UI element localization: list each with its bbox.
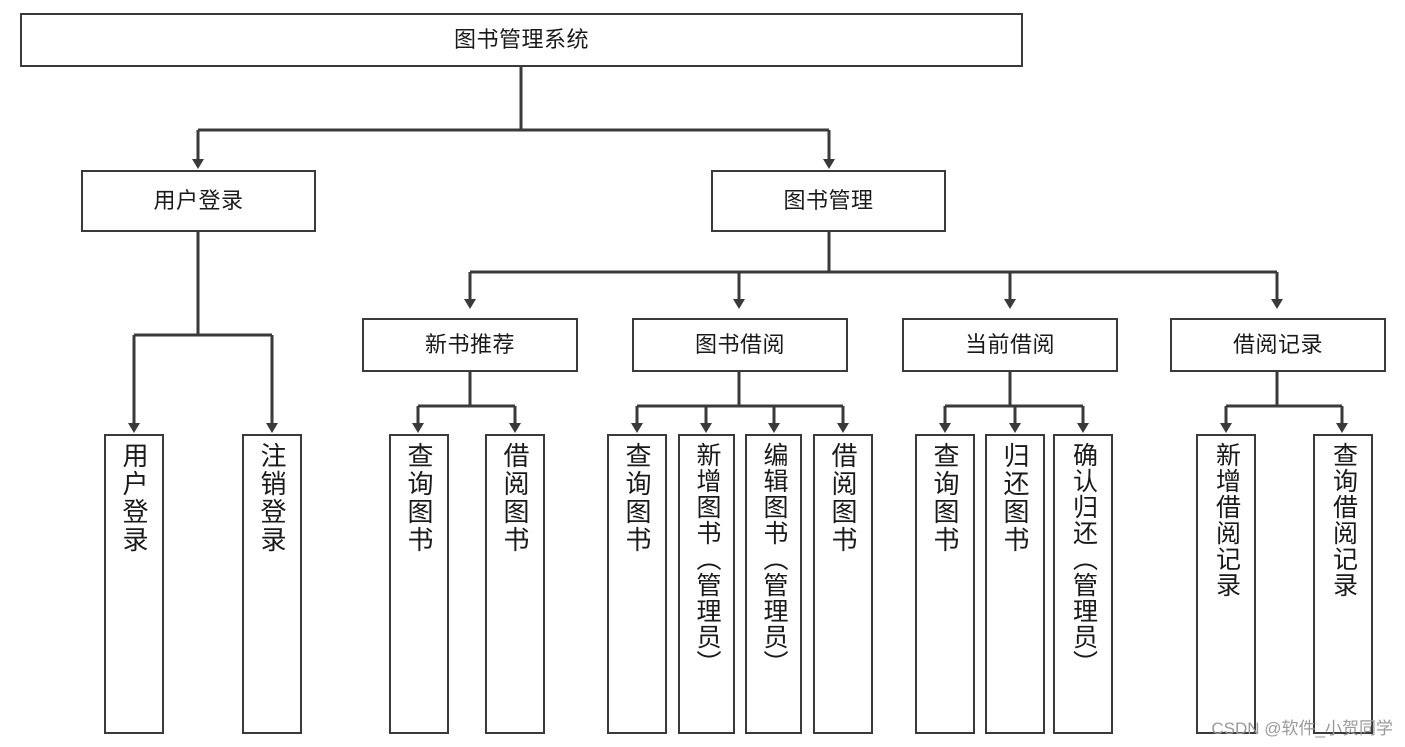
node-label: 查询借阅记录 bbox=[1329, 442, 1358, 598]
node-label: 借阅图书 bbox=[828, 442, 858, 554]
node-leaf-user-login[interactable]: 用户登录 bbox=[104, 434, 164, 734]
node-leaf-search-borrow-record[interactable]: 查询借阅记录 bbox=[1313, 434, 1373, 734]
node-borrowing-records[interactable]: 借阅记录 bbox=[1170, 318, 1386, 372]
node-label: 当前借阅 bbox=[964, 332, 1055, 358]
watermark: CSDN @软件_小贺同学 bbox=[1211, 719, 1393, 738]
node-label: 用户登录 bbox=[119, 442, 149, 554]
node-label: 编辑图书（管理员） bbox=[760, 442, 788, 676]
node-user-login[interactable]: 用户登录 bbox=[81, 170, 316, 232]
node-root-book-management-system[interactable]: 图书管理系统 bbox=[20, 13, 1023, 67]
node-label: 查询图书 bbox=[404, 442, 434, 554]
node-leaf-add-book-admin[interactable]: 新增图书（管理员） bbox=[678, 434, 735, 734]
node-leaf-confirm-return-admin[interactable]: 确认归还（管理员） bbox=[1053, 434, 1113, 734]
node-label: 图书管理系统 bbox=[453, 27, 589, 53]
node-leaf-search-books-borrow[interactable]: 查询图书 bbox=[607, 434, 667, 734]
node-label: 查询图书 bbox=[622, 442, 652, 554]
node-leaf-edit-book-admin[interactable]: 编辑图书（管理员） bbox=[745, 434, 802, 734]
node-current-borrowing[interactable]: 当前借阅 bbox=[902, 318, 1118, 372]
node-book-borrowing[interactable]: 图书借阅 bbox=[632, 318, 848, 372]
node-leaf-search-books-current[interactable]: 查询图书 bbox=[915, 434, 975, 734]
node-leaf-search-books-recommend[interactable]: 查询图书 bbox=[389, 434, 449, 734]
node-label: 图书借阅 bbox=[694, 332, 785, 358]
node-new-book-recommendation[interactable]: 新书推荐 bbox=[362, 318, 578, 372]
node-leaf-add-borrow-record[interactable]: 新增借阅记录 bbox=[1196, 434, 1256, 734]
node-label: 用户登录 bbox=[153, 188, 244, 214]
node-label: 借阅图书 bbox=[500, 442, 530, 554]
node-label: 新书推荐 bbox=[424, 332, 515, 358]
node-label: 借阅记录 bbox=[1232, 332, 1323, 358]
node-label: 图书管理 bbox=[783, 188, 874, 214]
node-leaf-return-books[interactable]: 归还图书 bbox=[985, 434, 1045, 734]
node-label: 归还图书 bbox=[1000, 442, 1030, 554]
node-label: 注销登录 bbox=[257, 442, 287, 554]
node-leaf-logout[interactable]: 注销登录 bbox=[242, 434, 302, 734]
node-label: 新增图书（管理员） bbox=[693, 442, 721, 676]
node-leaf-borrow-books-recommend[interactable]: 借阅图书 bbox=[485, 434, 545, 734]
node-label: 新增借阅记录 bbox=[1212, 442, 1241, 598]
node-label: 查询图书 bbox=[930, 442, 960, 554]
node-leaf-borrow-books[interactable]: 借阅图书 bbox=[813, 434, 873, 734]
node-label: 确认归还（管理员） bbox=[1069, 442, 1098, 676]
node-book-management[interactable]: 图书管理 bbox=[711, 170, 946, 232]
